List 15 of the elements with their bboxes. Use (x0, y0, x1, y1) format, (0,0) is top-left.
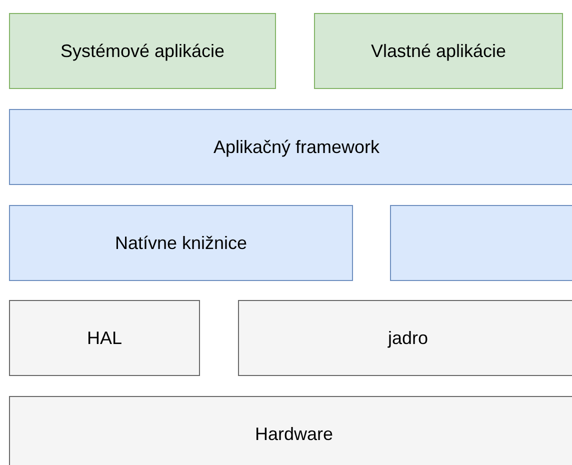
layer-box (9, 13, 276, 89)
layer-box (9, 109, 572, 185)
layer-label: jadro (388, 328, 428, 348)
layer-box (390, 205, 572, 281)
layer-box (238, 300, 572, 376)
layer-label: Natívne knižnice (114, 232, 248, 254)
layer-box (9, 396, 572, 465)
layer-label: Systémové aplikácie (60, 40, 225, 62)
layer-box (314, 13, 563, 89)
layer-label: Hardware (254, 424, 334, 444)
layer-label: Aplikačný framework (213, 136, 380, 158)
layer-label: Vlastné aplikácie (370, 40, 506, 62)
layer-box (9, 300, 200, 376)
layer-box (9, 205, 353, 281)
layer-label: HAL (86, 328, 122, 348)
